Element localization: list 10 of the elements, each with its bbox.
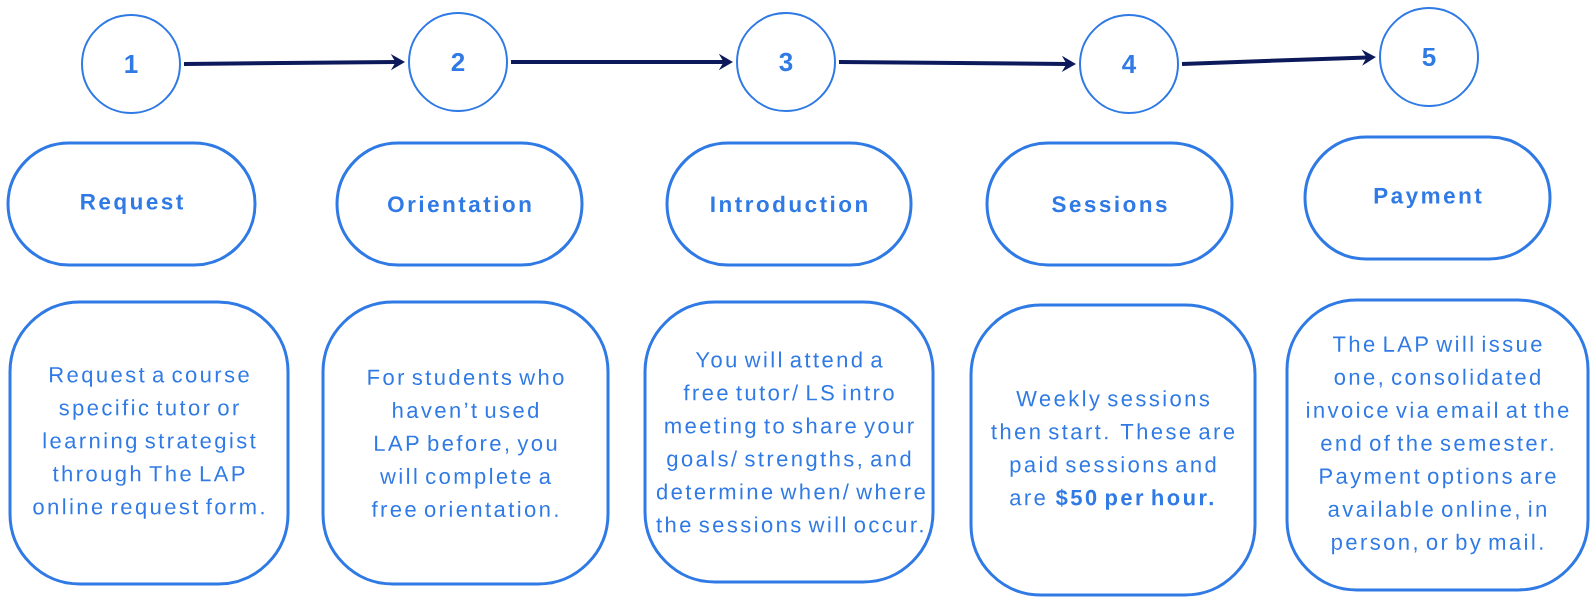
description-box: The LAP will issue one, consolidated invoice via email at the end of the semester. Payment options are available online, in person, or by mail. bbox=[1285, 298, 1590, 592]
step-title-pill: Orientation bbox=[335, 141, 584, 267]
description-box: You will attend a free tutor/ LS intro meeting to share your goals/ strengths, and determine when/ where the sessions will occur. bbox=[643, 300, 935, 584]
step-title-pill: Request bbox=[6, 141, 257, 267]
step-title-pill: Introduction bbox=[665, 141, 913, 267]
description-box: Request a course specific tutor or learning strategist through The LAP online request form. bbox=[8, 300, 290, 586]
description-box: Weekly sessions then start. These are paid sessions and are $50 per hour. bbox=[969, 303, 1257, 597]
description-box: For students who haven’t used LAP before, you will complete a free orientation. bbox=[321, 300, 610, 586]
step-title-pill: Payment bbox=[1303, 135, 1552, 261]
step-title-pill: Sessions bbox=[985, 141, 1234, 267]
